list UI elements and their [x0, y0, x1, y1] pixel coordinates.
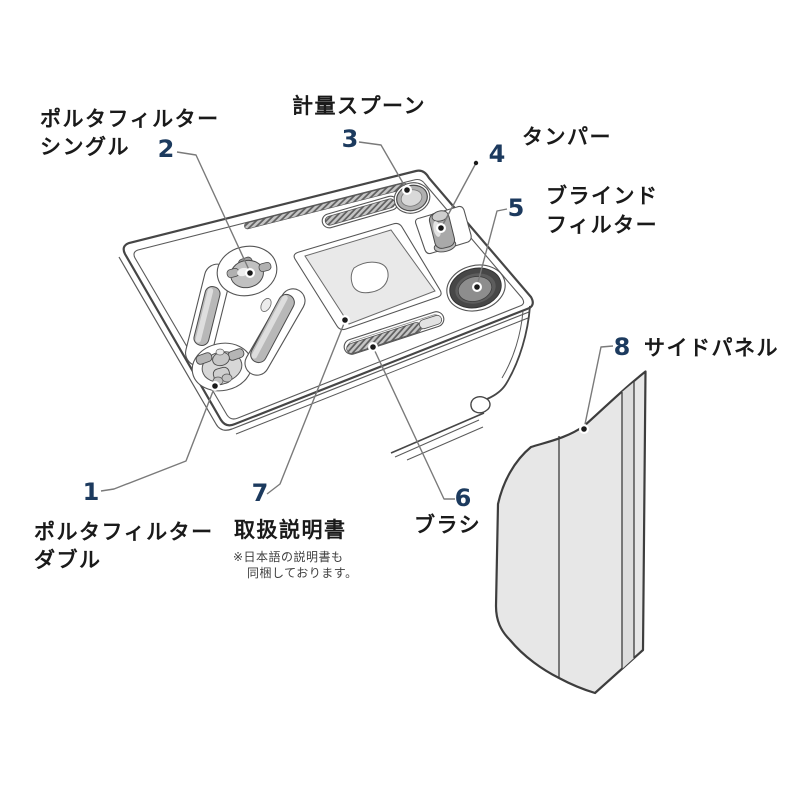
leader-line-5	[476, 208, 508, 287]
side-panel-part	[494, 370, 647, 695]
side-panel-band	[622, 382, 634, 669]
label-manual-note1: ※日本語の説明書も	[233, 549, 344, 564]
label-manual-note2: 同梱しております。	[247, 566, 358, 580]
callout-number-3: 3	[342, 125, 359, 153]
label-porta-single-line1: ポルタフィルター	[40, 107, 220, 131]
tray-inner-rim	[133, 178, 525, 420]
portafilter-double-nub	[215, 348, 225, 356]
tray-right-edge-inner	[501, 310, 524, 379]
tray-right-edge	[486, 305, 531, 400]
label-blind-filter-line1: ブラインド	[546, 184, 659, 208]
leader-dot-2	[245, 268, 255, 278]
leader-dot-4	[436, 160, 479, 233]
portafilter-single-handle-detail	[260, 298, 272, 312]
leader-dot-5	[472, 282, 482, 292]
spoon-handle	[324, 198, 396, 226]
leader-line-6	[372, 346, 455, 500]
leader-line-1	[100, 385, 216, 492]
leader-line-7	[266, 320, 346, 495]
callout-number-7: 7	[252, 479, 269, 507]
leader-dot-6	[368, 342, 378, 352]
label-brush: ブラシ	[414, 513, 481, 537]
leader-line-8	[583, 345, 614, 430]
label-tamper: タンパー	[522, 125, 612, 149]
leader-line-3	[358, 141, 408, 191]
label-porta-double-line1: ポルタフィルター	[34, 520, 214, 544]
tray-illustration	[118, 169, 534, 461]
portafilter-double-part	[185, 263, 253, 392]
callout-number-2: 2	[158, 135, 175, 163]
label-spoon: 計量スプーン	[292, 94, 426, 118]
label-side-panel: サイドパネル	[644, 336, 779, 360]
leader-line-4	[440, 162, 477, 229]
tray-bottom-edge	[390, 412, 485, 454]
manual-part	[293, 222, 442, 331]
tray-lip-line-2	[235, 317, 529, 435]
tray-bottom-edge-3	[406, 426, 484, 461]
callout-number-6: 6	[455, 484, 472, 512]
brush-handle-tip	[418, 314, 443, 330]
callout-labels: ポルタフィルター シングル 計量スプーン タンパー ブラインド フィルター サイ…	[34, 94, 779, 580]
leader-dot-1	[210, 381, 220, 391]
portafilter-double-handle-highlight	[195, 288, 214, 343]
label-manual: 取扱説明書	[234, 518, 347, 542]
tray-handle-notch	[470, 396, 491, 414]
callout-number-4: 4	[489, 140, 506, 168]
manual-finger-hole	[350, 261, 389, 294]
callout-number-8: 8	[614, 333, 631, 361]
leader-dot-7	[340, 315, 350, 325]
portafilter-double-wing-left	[195, 352, 213, 365]
callout-number-1: 1	[83, 478, 100, 506]
leader-line-2	[176, 151, 251, 273]
callout-number-5: 5	[508, 194, 525, 222]
tray-lip-line	[118, 256, 530, 431]
label-blind-filter-line2: フィルター	[546, 213, 658, 237]
brush-part	[343, 311, 445, 355]
leader-lines	[100, 141, 614, 500]
label-porta-double-line2: ダブル	[34, 548, 102, 572]
tray-top-face	[122, 169, 534, 427]
portafilter-double-spout-r	[221, 373, 233, 383]
leader-dot-8	[579, 424, 589, 434]
portafilter-single-wing-right	[258, 261, 272, 273]
portafilter-single-handle-highlight	[251, 295, 288, 359]
leader-dot-3	[402, 185, 412, 195]
tray-bottom-edge-2	[394, 419, 480, 458]
callout-numbers: 1 2 3 4 5 6 7 8	[83, 125, 631, 512]
label-porta-single-line2: シングル	[40, 135, 130, 159]
